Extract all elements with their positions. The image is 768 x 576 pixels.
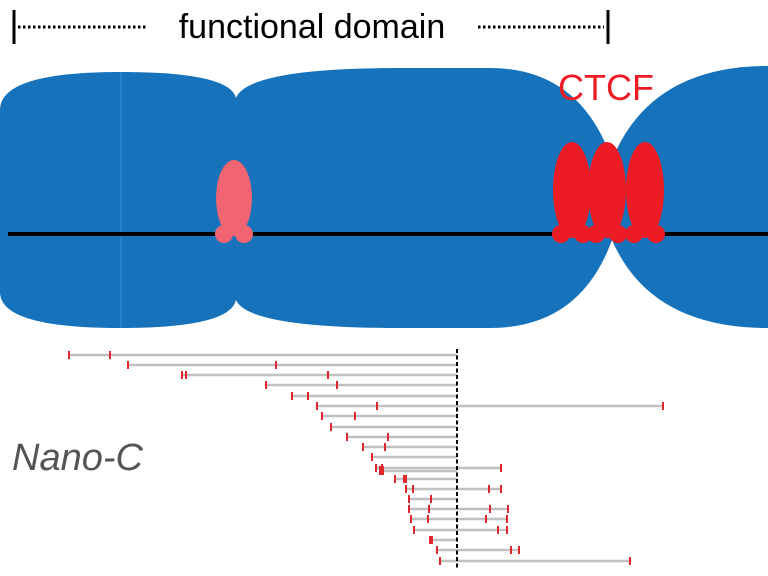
ctcf-foot xyxy=(552,225,570,243)
chromatin-domains xyxy=(0,66,768,328)
ctcf-foot-right xyxy=(235,225,253,243)
read xyxy=(316,402,664,410)
domain-left xyxy=(0,72,236,328)
ctcf-protein-icon xyxy=(626,142,664,238)
read xyxy=(346,433,457,441)
ctcf-protein-cluster xyxy=(552,142,665,243)
nano-c-reads xyxy=(68,351,664,565)
read xyxy=(330,423,457,431)
ctcf-foot xyxy=(609,225,627,243)
read xyxy=(68,351,457,359)
ctcf-foot xyxy=(625,225,643,243)
read xyxy=(321,412,457,420)
domain-right xyxy=(612,66,768,328)
functional-domain-bracket: functional domain xyxy=(12,8,610,46)
read xyxy=(265,381,457,389)
functional-domain-label: functional domain xyxy=(179,8,446,46)
read xyxy=(379,466,457,475)
ctcf-protein-icon xyxy=(588,142,626,238)
ctcf-foot xyxy=(587,225,605,243)
ctcf-protein-icon xyxy=(553,142,591,238)
read xyxy=(410,515,508,523)
read xyxy=(127,361,457,369)
ctcf-foot-left xyxy=(215,225,233,243)
read xyxy=(408,495,457,503)
read xyxy=(362,443,457,451)
read xyxy=(436,546,520,554)
ctcf-foot xyxy=(574,225,592,243)
read xyxy=(413,526,508,534)
read xyxy=(291,392,457,400)
ctcf-protein-light xyxy=(215,160,253,243)
read xyxy=(408,505,509,513)
read xyxy=(181,371,457,379)
ctcf-label: CTCF xyxy=(558,67,654,108)
read xyxy=(394,475,457,483)
read xyxy=(439,557,631,565)
domain-center xyxy=(236,68,612,328)
read xyxy=(429,536,457,544)
read xyxy=(371,453,457,461)
ctcf-foot xyxy=(647,225,665,243)
nano-c-label: Nano-C xyxy=(12,437,143,479)
read xyxy=(405,485,502,493)
ctcf-protein-icon xyxy=(216,160,252,236)
